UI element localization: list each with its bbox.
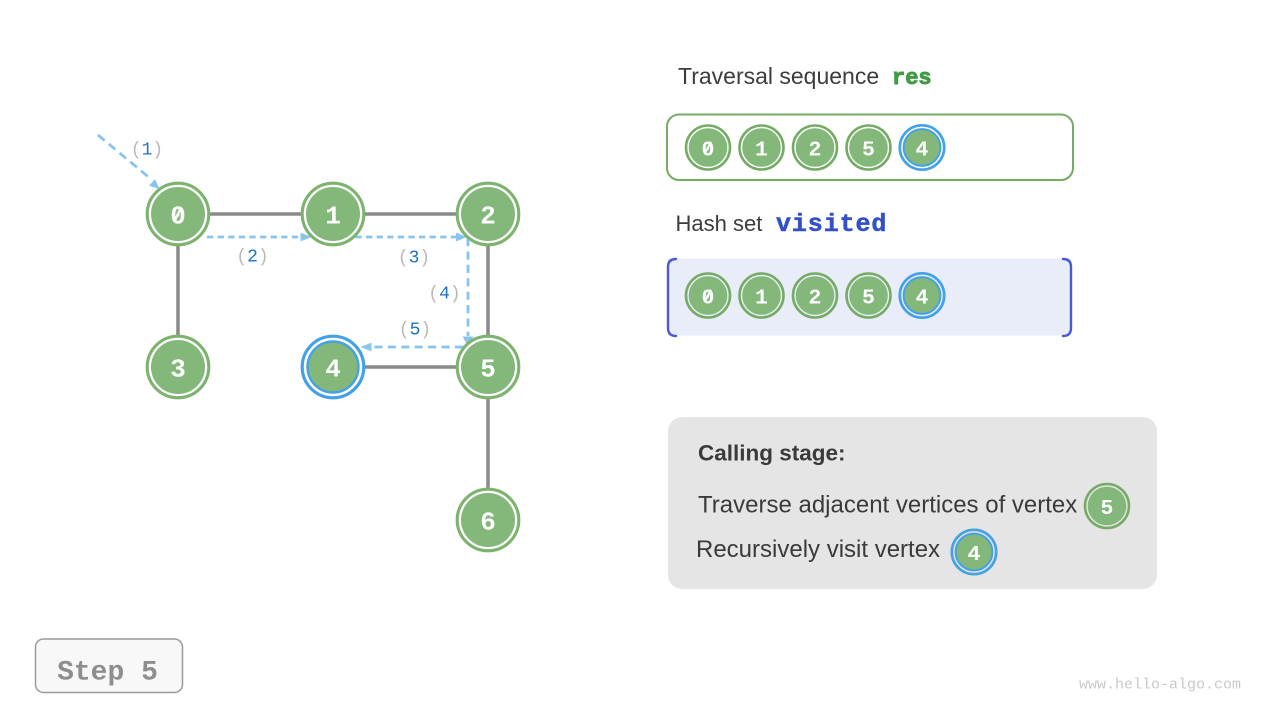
svg-text:5: 5 xyxy=(480,355,496,385)
svg-text:5: 5 xyxy=(862,286,875,310)
svg-text:(3): (3) xyxy=(398,249,430,269)
svg-text:(5): (5) xyxy=(399,321,431,341)
svg-text:Recursively visit vertex: Recursively visit vertex xyxy=(696,536,940,563)
svg-text:1: 1 xyxy=(325,202,341,232)
svg-text:6: 6 xyxy=(480,508,496,538)
svg-text:visited: visited xyxy=(776,210,887,239)
svg-text:2: 2 xyxy=(480,202,496,232)
svg-text:4: 4 xyxy=(916,286,929,310)
svg-text:2: 2 xyxy=(809,286,822,310)
svg-text:1: 1 xyxy=(755,286,768,310)
svg-text:Traversal sequence: Traversal sequence xyxy=(678,63,879,89)
svg-text:4: 4 xyxy=(325,355,341,385)
svg-text:(4): (4) xyxy=(428,285,460,305)
svg-text:0: 0 xyxy=(702,286,715,310)
svg-text:5: 5 xyxy=(1101,497,1114,521)
svg-text:Traverse adjacent vertices of: Traverse adjacent vertices of vertex xyxy=(698,492,1077,519)
svg-text:5: 5 xyxy=(862,138,875,162)
svg-text:(2): (2) xyxy=(236,248,268,268)
svg-text:Step 5: Step 5 xyxy=(57,658,158,689)
svg-text:2: 2 xyxy=(809,138,822,162)
svg-text:0: 0 xyxy=(702,138,715,162)
svg-text:res: res xyxy=(892,66,932,91)
svg-text:www.hello-algo.com: www.hello-algo.com xyxy=(1079,677,1241,694)
svg-text:Calling stage:: Calling stage: xyxy=(698,441,846,466)
svg-text:4: 4 xyxy=(916,138,929,162)
svg-text:Hash set: Hash set xyxy=(676,211,763,236)
svg-text:(1): (1) xyxy=(131,141,163,161)
svg-text:4: 4 xyxy=(968,543,981,567)
svg-text:3: 3 xyxy=(170,355,186,385)
svg-text:1: 1 xyxy=(755,138,768,162)
